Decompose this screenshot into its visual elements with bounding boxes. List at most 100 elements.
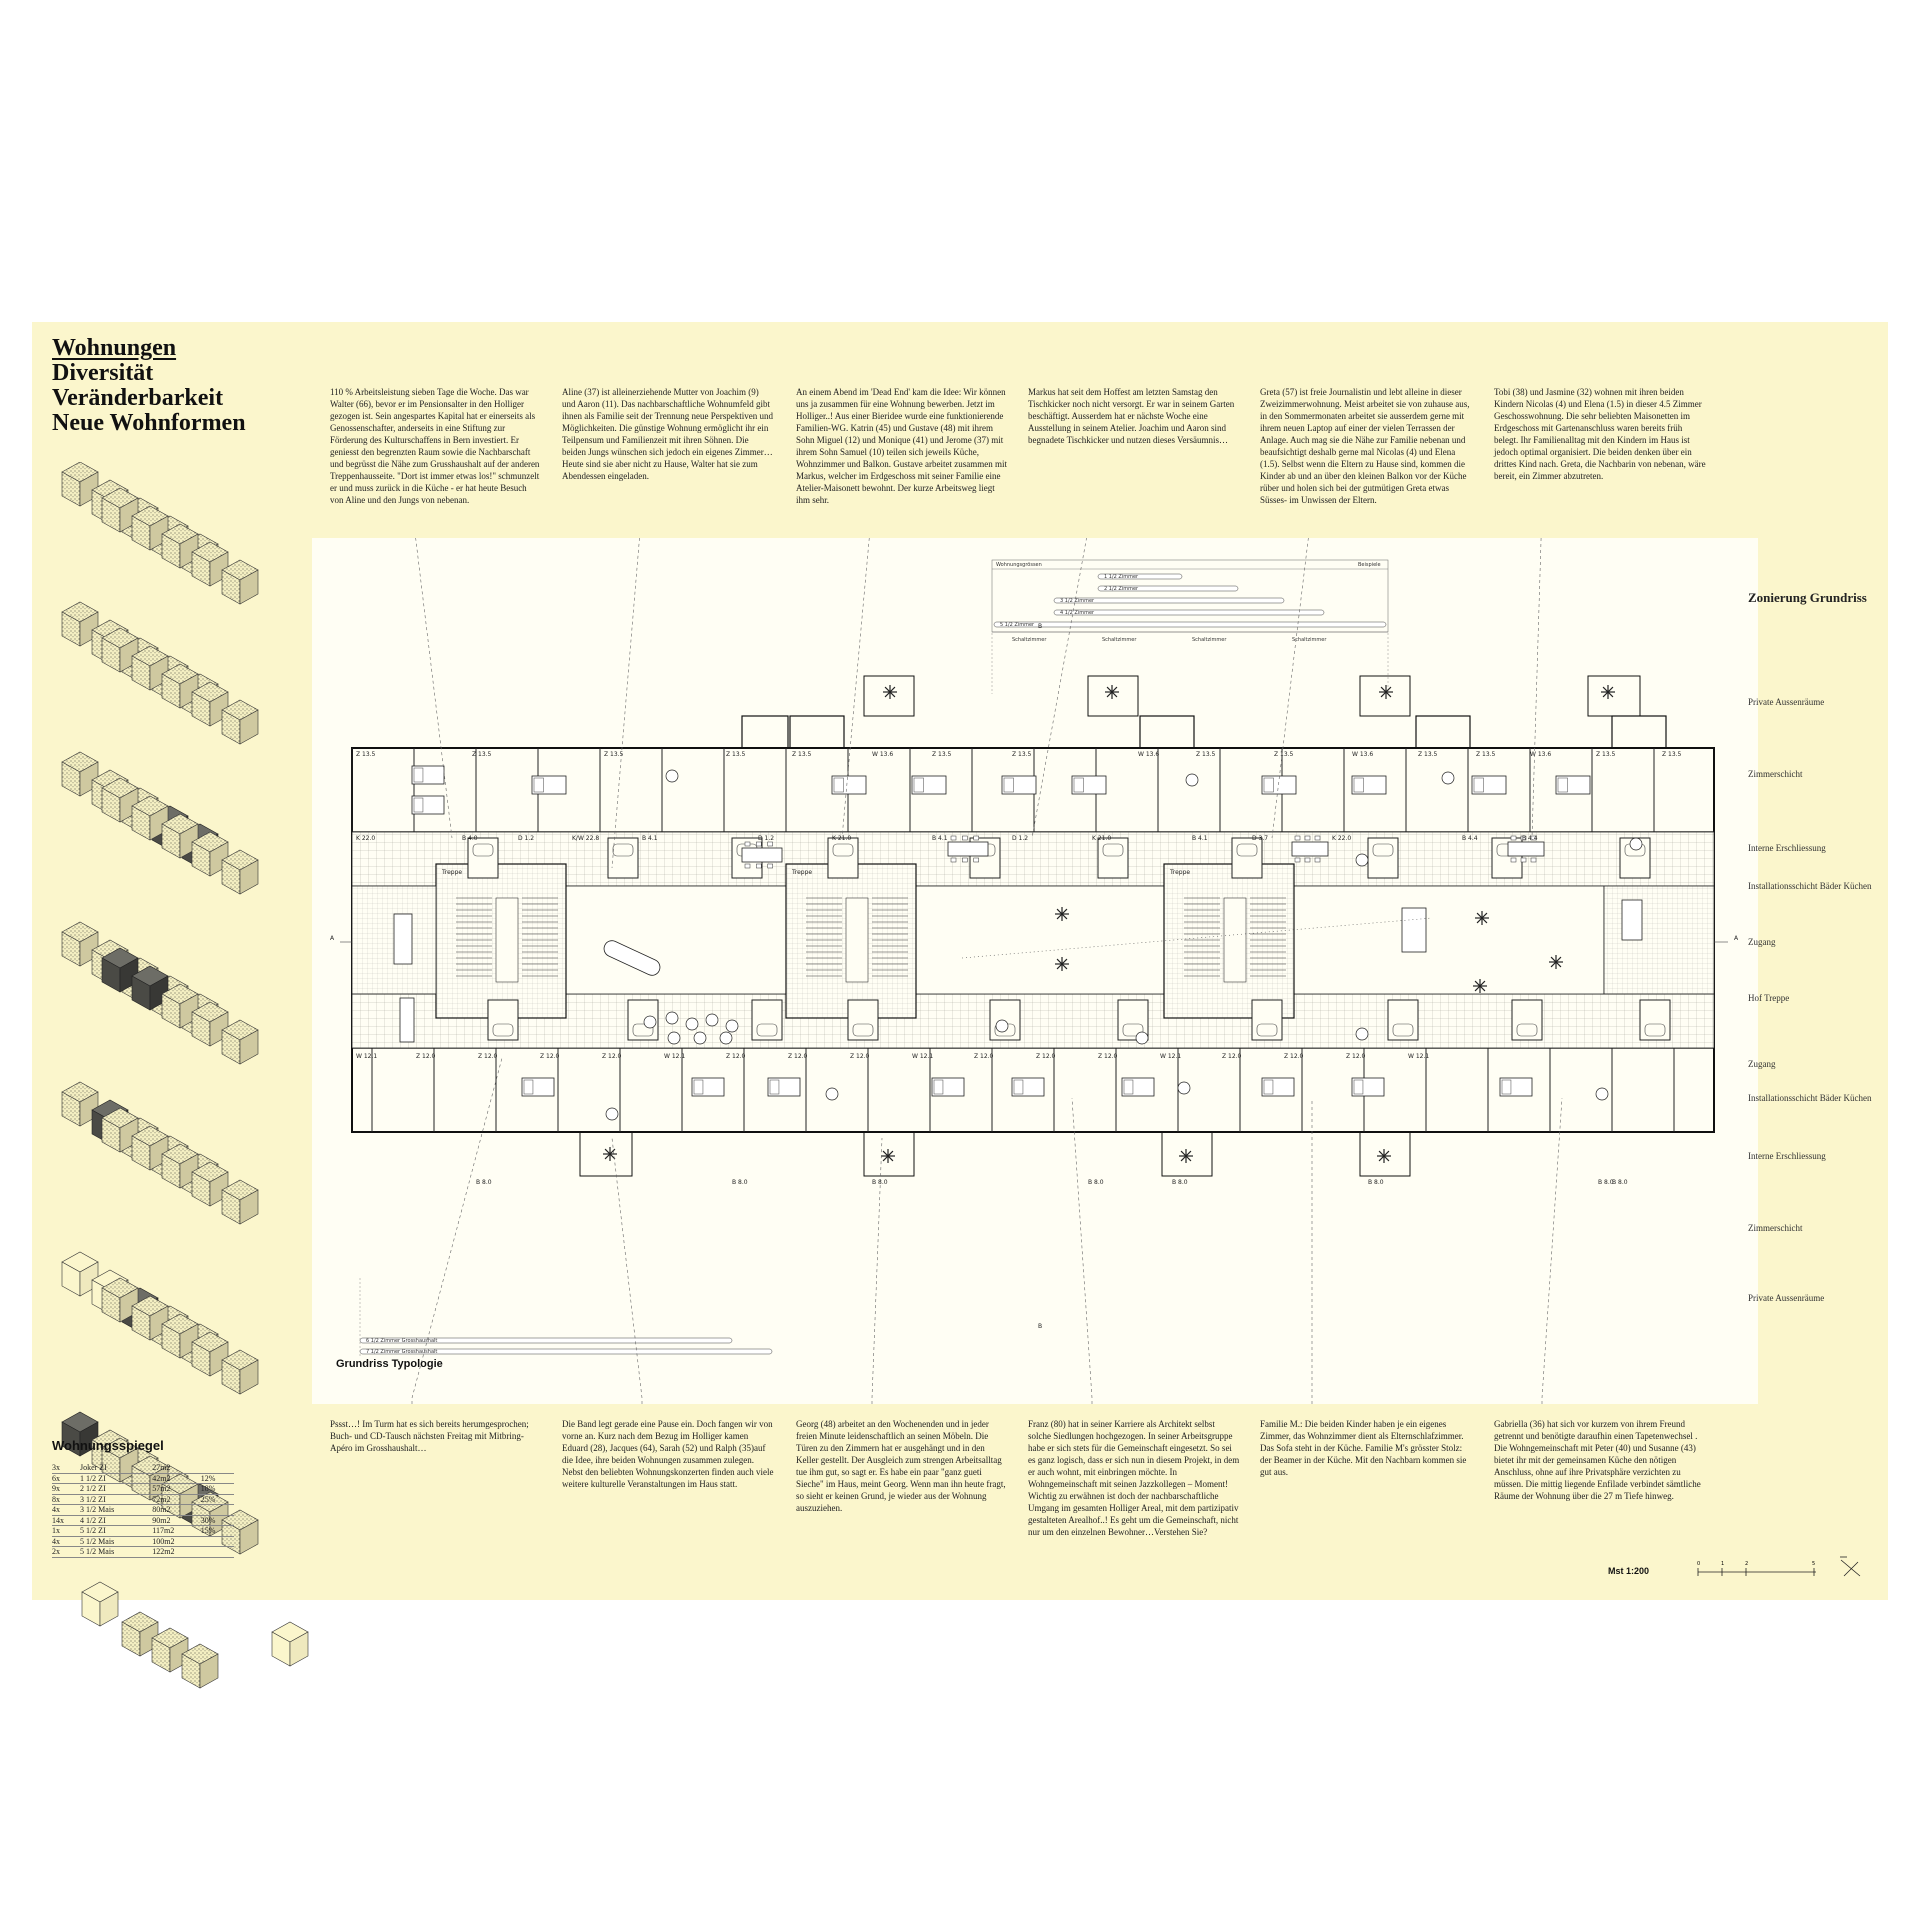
size-legend-top: Wohnungsgrössen Beispiele 1 1/2 Zimmer 2… [991,559,1389,694]
room-label: Z 12.0 [726,1053,746,1060]
story-walter: 110 % Arbeitsleistung sieben Tage die Wo… [330,387,540,505]
axo-group [61,462,259,605]
room-label: Treppe [791,869,812,876]
room-label: D 1.2 [758,835,774,842]
story-tower: Pssst…! Im Turm hat es sich bereits heru… [330,1419,529,1453]
room-label: Z 13.5 [1418,751,1438,758]
zone-item: Installationsschicht Bäder Küchen [1748,881,1872,891]
zone-item: Zugang [1748,937,1776,947]
axo-group [61,1081,259,1225]
room-label: Z 12.0 [1036,1053,1056,1060]
spiegel-cell: 12% [200,1473,234,1484]
title-line-4: Neue Wohnformen [52,410,246,436]
spiegel-cell: 5 1/2 Mais [79,1546,153,1558]
room-label: B 4.1 [642,835,658,842]
room-label: B 4.4 [1462,835,1478,842]
room-label: B 8.0 [1612,1179,1628,1186]
zonierung-title: Zonierung Grundriss [1748,590,1867,605]
legend-schalt-4: Schaltzimmer [1292,637,1327,643]
room-label: W 12.1 [912,1053,933,1060]
room-label: D 3.7 [1252,835,1268,842]
scale-bar: 0 1 2 5 [1697,1561,1816,1576]
lower-install-layer [351,993,1715,1049]
spiegel-cell: 57m2 [152,1483,201,1495]
room-label: Z 12.0 [788,1053,808,1060]
room-label: Z 12.0 [1284,1053,1304,1060]
spiegel-cell: 8x [52,1494,80,1505]
spiegel-cell: 18% [200,1483,234,1495]
axo-group [61,1251,259,1395]
spiegel-cell: 2 1/2 ZI [79,1483,153,1495]
spiegel-cell: 4x [52,1504,80,1516]
axo-group [61,751,259,895]
room-label: B 4.4 [1522,835,1538,842]
title-line-1: Wohnungen [52,335,177,361]
floor-plan-panel: Wohnungsgrössen Beispiele 1 1/2 Zimmer 2… [312,538,1758,1404]
story-markus: Markus hat seit dem Hoffest am letzten S… [1028,387,1235,445]
room-label: B 8.0 [1368,1179,1384,1186]
spiegel-cell: 3 1/2 ZI [79,1494,153,1505]
legend-1-5: 1 1/2 Zimmer [1104,574,1139,580]
size-legend-bottom: 6 1/2 Zimmer Grosshaushalt 7 1/2 Zimmer … [359,1278,773,1356]
spiegel-cell: 30% [200,1515,234,1526]
room-label: Z 12.0 [1222,1053,1242,1060]
room-label: Z 13.5 [1274,751,1294,758]
room-label: B 8.0 [476,1179,492,1186]
room-label: K/W 22.8 [572,835,599,842]
room-label: K 22.0 [356,835,375,842]
legend-title: Wohnungsgrössen [996,562,1042,568]
axo-group [61,601,259,745]
poster: Wohnungen Diversität Veränderbarkeit Neu… [32,322,1888,1689]
room-label: Z 12.0 [540,1053,560,1060]
room-labels-core: Treppe Treppe Treppe [441,869,1190,876]
spiegel-cell: 42m2 [152,1473,201,1484]
room-label: Z 12.0 [602,1053,622,1060]
legend-3-5: 3 1/2 Zimmer [1060,598,1095,604]
legend-5-5: 5 1/2 Zimmer [1000,622,1035,628]
room-label: Z 12.0 [1346,1053,1366,1060]
room-label: Z 13.5 [792,751,812,758]
section-mark-a-right: A [1734,935,1739,942]
spiegel-cell: 117m2 [152,1525,201,1537]
scale-tick: 1 [1721,1561,1724,1567]
story-aline: Aline (37) ist alleinerziehende Mutter v… [562,387,773,481]
spiegel-cell [200,1536,234,1547]
room-label: Z 13.5 [726,751,746,758]
room-label: W 13.6 [1530,751,1551,758]
zone-item: Zugang [1748,1059,1776,1069]
zone-item: Installationsschicht Bäder Küchen [1748,1093,1872,1103]
spiegel-cell: 14x [52,1515,80,1526]
room-label: Treppe [441,869,462,876]
room-label: Z 13.5 [472,751,492,758]
spiegel-cell: 9x [52,1483,80,1495]
spiegel-cell: 27m2 [152,1463,201,1474]
room-label: D 1.2 [1012,835,1028,842]
upper-install-layer [351,831,1715,887]
room-label: D 1.2 [518,835,534,842]
scale-label: Mst 1:200 [1608,1566,1650,1576]
spiegel-cell: 100m2 [152,1536,201,1547]
room-label: Treppe [1169,869,1190,876]
room-labels-bottom: W 12.1 Z 12.0 Z 12.0 Z 12.0 Z 12.0 W 12.1 Z 12… [356,1053,1429,1060]
room-label: B 8.0 [1088,1179,1104,1186]
room-label: B 8.0 [1172,1179,1188,1186]
legend-7-5: 7 1/2 Zimmer Grosshaushalt [366,1349,437,1355]
story-band: Die Band legt gerade eine Pause ein. Doc… [562,1419,774,1489]
title-line-3: Veränderbarkeit [52,385,224,411]
story-family-wg: An einem Abend im 'Dead End' kam die Ide… [796,387,1007,505]
room-label: W 13.6 [872,751,893,758]
section-mark-b-top: B [1038,623,1042,630]
story-georg: Georg (48) arbeitet an den Wochenenden u… [796,1419,1006,1513]
room-label: K 22.0 [1332,835,1351,842]
room-label: W 12.1 [1408,1053,1429,1060]
zone-item: Interne Erschliessung [1748,843,1826,853]
